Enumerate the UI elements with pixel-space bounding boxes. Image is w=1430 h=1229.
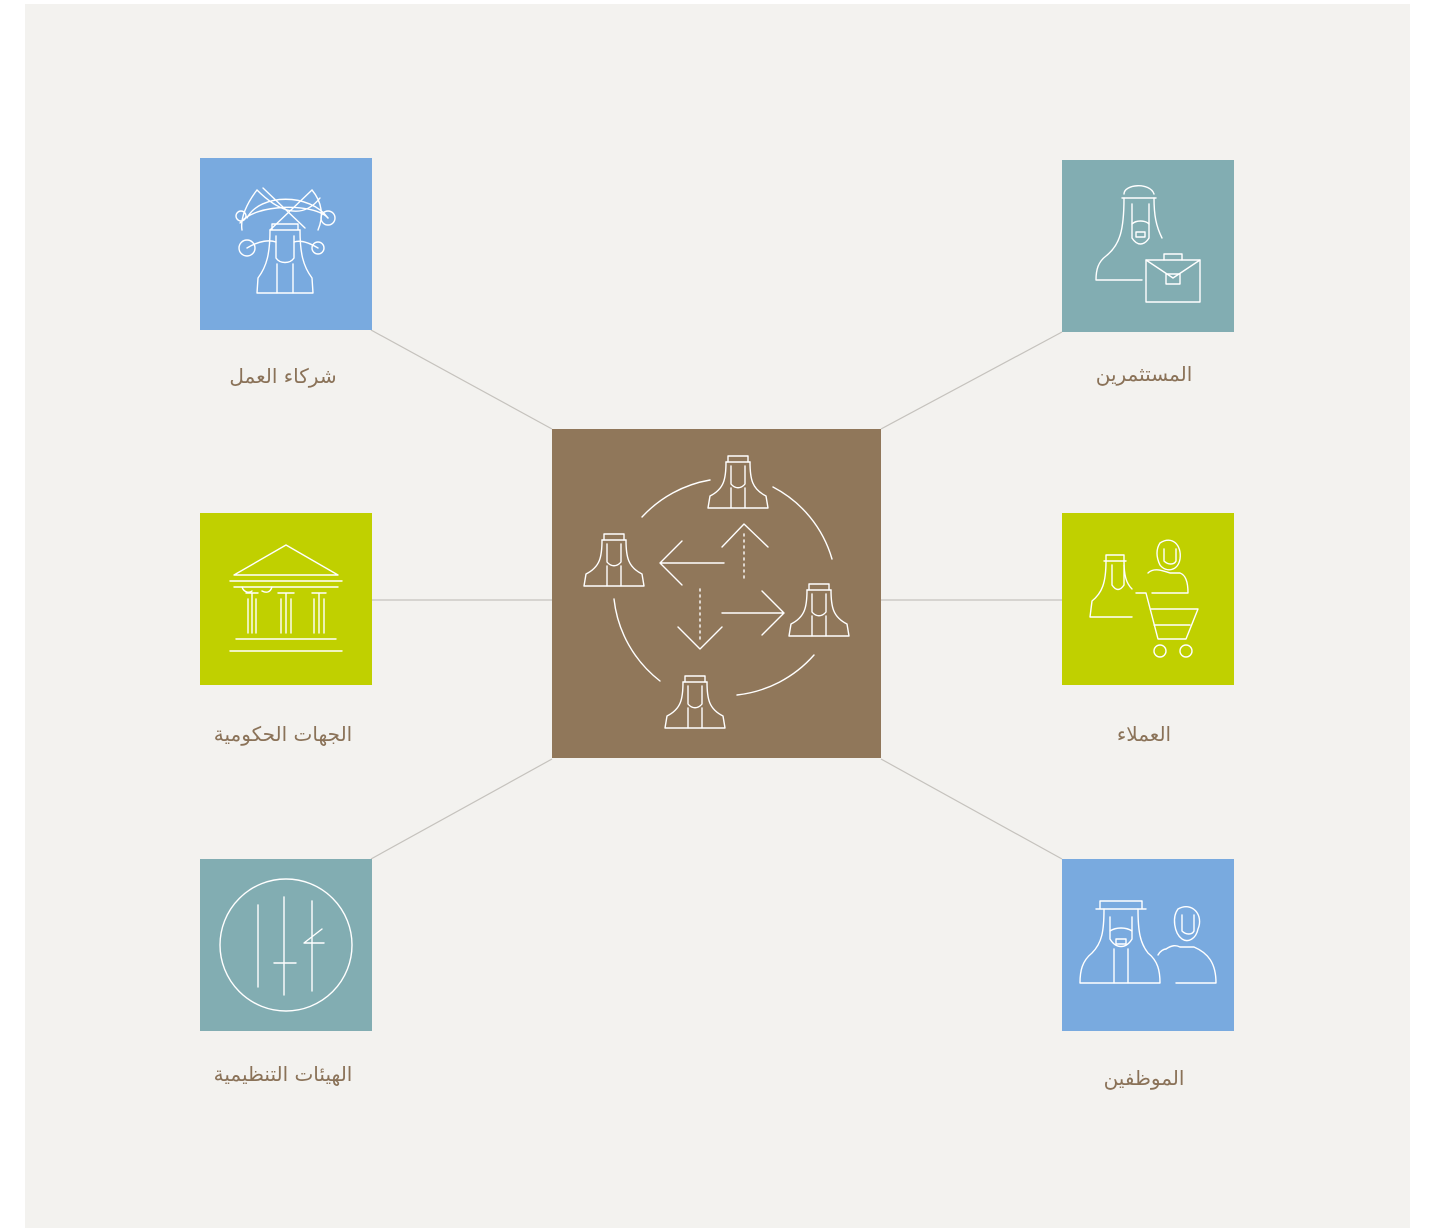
connector-investors: [880, 331, 1063, 430]
people-exchange-icon: [583, 455, 850, 729]
investor-briefcase-icon: [1095, 185, 1201, 303]
employees-icon: [1079, 900, 1217, 984]
connector-business-partners: [370, 329, 553, 430]
tile-investors[interactable]: [1062, 160, 1234, 332]
global-network-person-icon: [235, 187, 336, 294]
tile-customers[interactable]: [1062, 513, 1234, 685]
connector-employees: [880, 758, 1063, 860]
center-node: [552, 429, 881, 758]
government-building-icon: [229, 544, 343, 652]
label-investors: المستثمرين: [1095, 362, 1193, 386]
tile-regulators[interactable]: [200, 859, 372, 1031]
tile-employees[interactable]: [1062, 859, 1234, 1031]
label-regulators: الهيئات التنظيمية: [213, 1062, 353, 1086]
label-employees: الموظفين: [1103, 1066, 1185, 1090]
regulatory-seal-icon: [219, 878, 353, 1012]
shopping-cart-people-icon: [1089, 539, 1199, 658]
tile-business-partners[interactable]: [200, 158, 372, 330]
tile-government[interactable]: [200, 513, 372, 685]
label-government: الجهات الحكومية: [213, 722, 353, 746]
label-business-partners: شركاء العمل: [229, 364, 337, 388]
label-customers: العملاء: [1116, 722, 1172, 746]
connector-regulators: [370, 758, 553, 860]
